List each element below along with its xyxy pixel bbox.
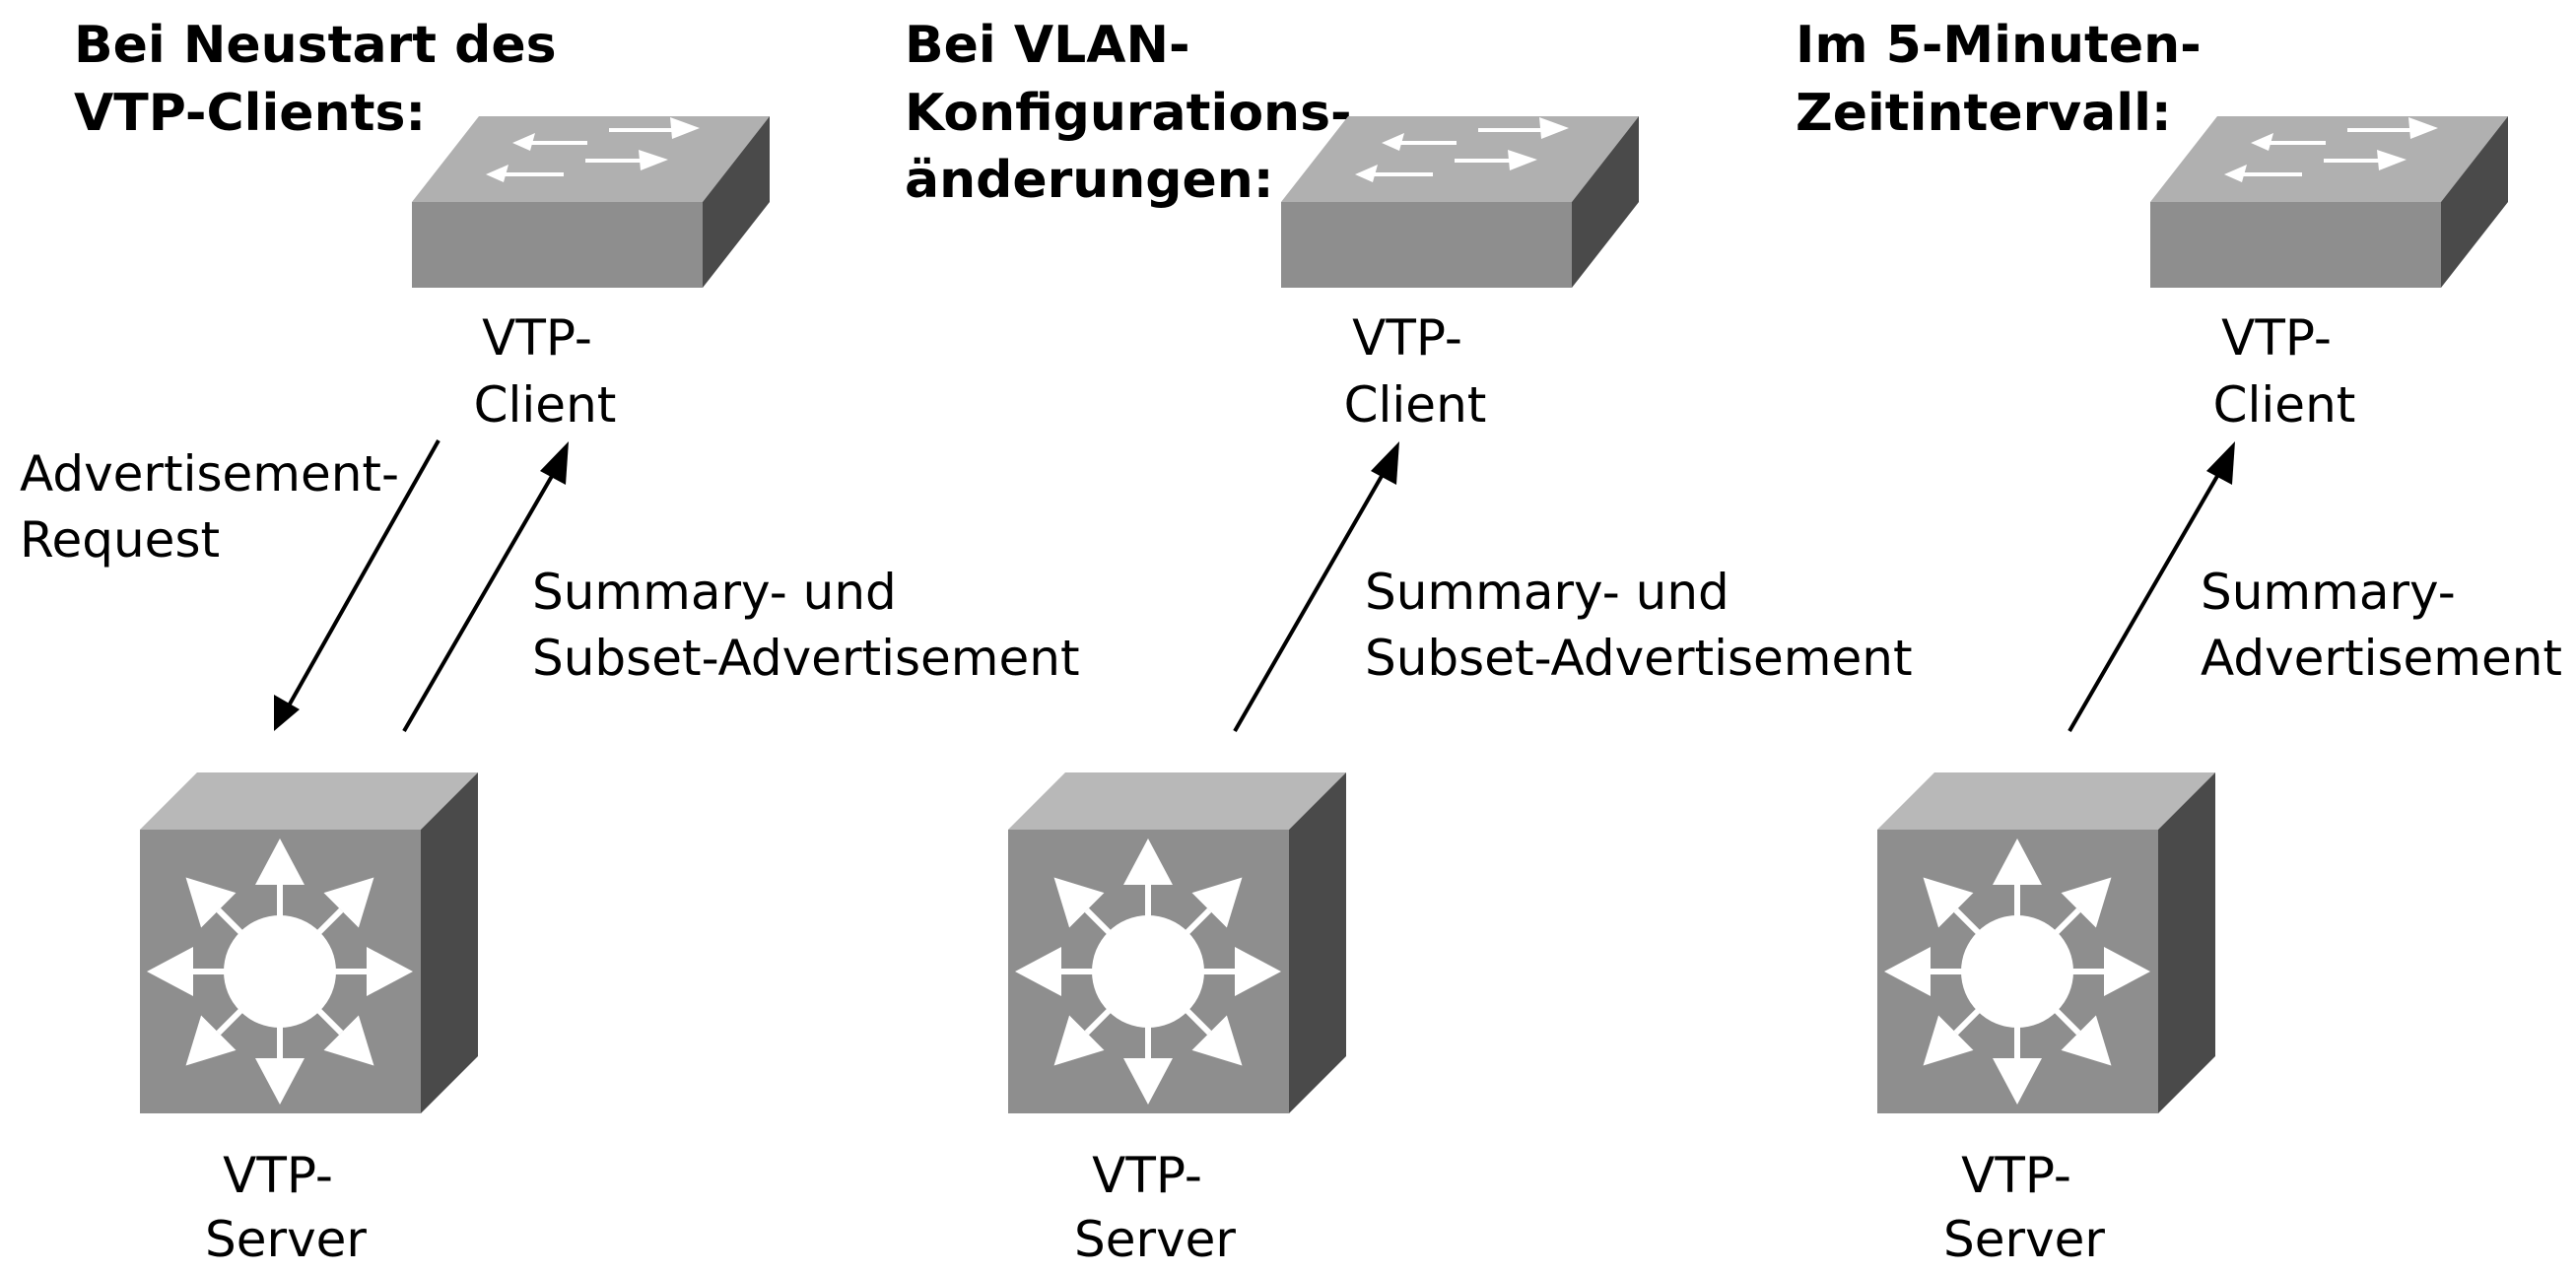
client-label: VTP- Client [1344,309,1487,434]
server-label-line: VTP- [1961,1147,2071,1204]
advert-label-line: Advertisement [2201,630,2562,687]
arrowhead-icon [1371,441,1399,485]
server-label-line: Server [1074,1211,1236,1268]
client-label: VTP- Client [474,309,617,434]
server-label: VTP- Server [205,1147,367,1268]
multilayer-switch-icon [1008,772,1346,1113]
request-arrow [286,439,441,708]
layer2-switch-icon [1281,116,1639,288]
arrowhead-icon [540,441,569,485]
client-label-line: Client [1344,376,1487,434]
advert-label: Summary- Advertisement [2201,564,2562,687]
request-label: Advertisement- Request [20,445,415,569]
scenario-title: Bei Neustart des VTP-Clients: [74,16,575,143]
client-label-line: VTP- [2221,309,2332,367]
title-line: Bei VLAN- [905,16,1190,75]
server-label-line: Server [205,1211,367,1268]
title-line: Bei Neustart des [74,16,557,75]
layer2-switch-icon [412,116,770,288]
title-line: änderungen: [905,151,1274,210]
title-line: Konfigurations- [905,84,1352,143]
request-label-line: Advertisement- [20,445,399,503]
advert-label-line: Summary- [2201,564,2456,621]
advert-label-line: Subset-Advertisement [1365,630,1913,687]
advert-label-line: Summary- und [1365,564,1729,621]
scenario-reboot: Bei Neustart des VTP-Clients: VTP- Clien… [20,16,1080,1268]
server-label: VTP- Server [1943,1147,2105,1268]
server-label: VTP- Server [1074,1147,1236,1268]
advert-arrow [2068,469,2222,733]
multilayer-switch-icon [140,772,478,1113]
server-label-line: VTP- [223,1147,333,1204]
scenario-periodic: Im 5-Minuten- Zeitintervall: VTP- Client… [1796,16,2562,1268]
scenario-title: Im 5-Minuten- Zeitintervall: [1796,16,2219,143]
scenario-vlan-change: Bei VLAN- Konfigurations- änderungen: VT… [905,16,1913,1268]
server-label-line: VTP- [1092,1147,1202,1204]
client-label-line: VTP- [1352,309,1462,367]
request-label-line: Request [20,511,220,569]
title-line: Zeitintervall: [1796,84,2172,143]
title-line: VTP-Clients: [74,84,426,143]
advert-label-line: Summary- und [532,564,897,621]
client-label-line: Client [474,376,617,434]
advert-label: Summary- und Subset-Advertisement [1365,564,1913,687]
scenario-title: Bei VLAN- Konfigurations- änderungen: [905,16,1370,210]
advert-arrow [402,469,557,733]
arrowhead-icon [2206,441,2235,485]
title-line: Im 5-Minuten- [1796,16,2202,75]
multilayer-switch-icon [1877,772,2215,1113]
client-label: VTP- Client [2213,309,2356,434]
layer2-switch-icon [2150,116,2508,288]
advert-arrow [1233,470,1387,732]
advert-label: Summary- und Subset-Advertisement [532,564,1080,687]
advert-label-line: Subset-Advertisement [532,630,1080,687]
server-label-line: Server [1943,1211,2105,1268]
client-label-line: Client [2213,376,2356,434]
client-label-line: VTP- [482,309,592,367]
arrowhead-icon [274,695,300,731]
